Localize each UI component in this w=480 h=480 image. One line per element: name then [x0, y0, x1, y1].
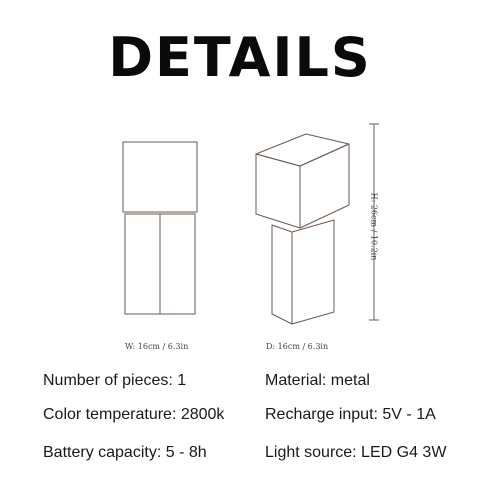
lamp-base-front — [271, 224, 293, 325]
spec-number-of-pieces: Number of pieces: 1 — [43, 372, 187, 389]
spec-battery-capacity: Battery capacity: 5 - 8h — [43, 444, 207, 461]
lamp-base-side — [291, 219, 335, 325]
lamp-front-view — [122, 141, 198, 315]
width-dimension-label: W: 16cm / 6.3in — [125, 342, 189, 351]
height-dimension-label: H: 26cm / 10.2in — [369, 192, 379, 261]
lamp-shade-side — [299, 143, 350, 229]
spec-recharge-input: Recharge input: 5V - 1A — [265, 406, 436, 423]
lamp-perspective-view — [255, 133, 350, 325]
lamp-shade-front — [255, 153, 301, 229]
spec-material: Material: metal — [265, 372, 370, 389]
lamp-front-shade — [122, 141, 198, 213]
spec-light-source: Light source: LED G4 3W — [265, 444, 447, 461]
page-title: DETAILS — [108, 26, 372, 89]
height-dimension-line — [369, 123, 379, 321]
spec-color-temperature: Color temperature: 2800k — [43, 406, 225, 423]
depth-dimension-label: D: 16cm / 6.3in — [266, 342, 329, 351]
